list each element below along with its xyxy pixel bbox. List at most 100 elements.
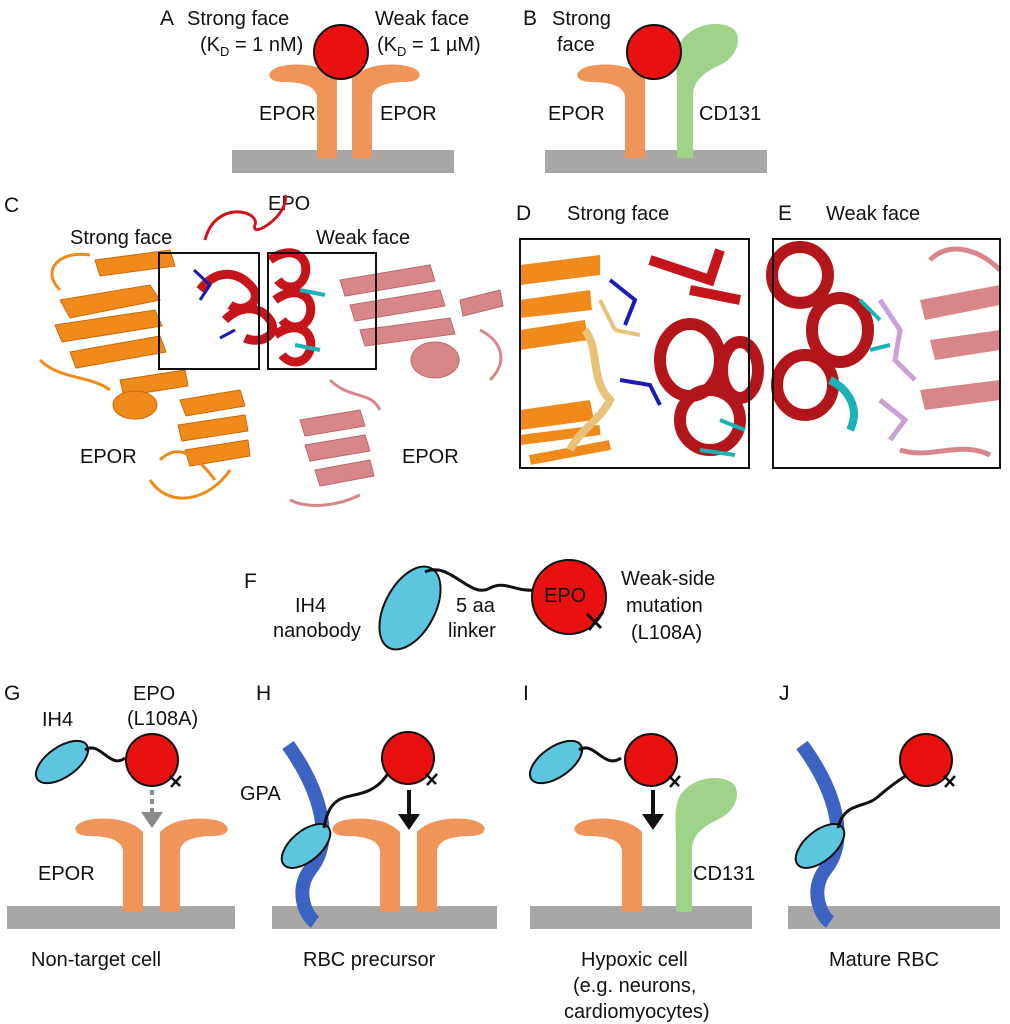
membrane [7,906,235,929]
epo-ribbon [196,248,316,367]
ih4-label: IH4 [42,709,73,731]
panel-i: I CD131 Hypoxic cell (e.g. neurons, card… [523,682,755,1023]
epo-ligand [899,733,953,787]
panel-a: A Strong face (KD = 1 nM) Weak face (KD … [160,7,481,173]
strong-face-zoom [519,239,764,468]
epor-receptor [75,818,143,912]
nanobody-shape [378,565,442,651]
panel-d-frame [519,238,750,469]
gpa-receptor [796,740,845,928]
cell-caption: cardiomyocytes) [564,1001,710,1023]
linker-label: linker [448,620,496,642]
epo-label: EPO [133,683,175,705]
epo-ligand [624,733,678,787]
panel-letter-i: I [523,682,529,705]
nanobody-label: IH4 [295,595,326,617]
epor-ribbon-right [299,264,504,487]
linker-line [836,771,911,829]
weak-face-label: Weak face [375,8,469,30]
cell-caption: RBC precursor [303,949,436,971]
epo-label: EPO [268,193,310,215]
arrow-head [642,814,664,830]
panel-d: D Strong face [516,202,764,469]
weak-face-box [267,252,377,370]
mutation-icon [585,611,605,631]
gpa-receptor [282,740,330,928]
mutation-label: (L108A) [631,622,702,644]
arrow-head [398,814,420,830]
epo-ligand [381,731,435,785]
epor-loops [38,252,232,500]
epo-label: (L108A) [127,708,198,730]
blue-sidechain [192,268,212,301]
linker-line [84,746,126,763]
epor-label: EPOR [80,446,137,468]
epor-receptor [160,818,228,912]
weak-face-kd: (KD = 1 µM) [377,34,481,59]
epor-receptor [269,64,337,158]
strong-face-label: face [557,34,595,56]
panel-e: E Weak face [766,202,1002,469]
epor-label: EPOR [38,863,95,885]
membrane [232,150,454,173]
strong-face-label: Strong face [187,8,289,30]
linker-line [424,568,536,592]
epor-receptor [332,818,400,912]
panel-letter-e: E [778,202,792,225]
panel-letter-g: G [4,682,20,705]
linker-line [322,768,393,829]
membrane [545,150,767,173]
epor-label: EPOR [548,103,605,125]
epor-receptor [352,64,420,158]
mutation-icon [169,775,182,788]
cell-caption: Mature RBC [829,949,939,971]
epor-ribbon-left [54,249,251,467]
panel-letter-b: B [523,7,537,30]
panel-letter-a: A [160,7,174,30]
cd131-label: CD131 [693,863,755,885]
epor-label: EPOR [402,446,459,468]
mutation-label: mutation [626,595,703,617]
panel-letter-f: F [244,570,257,593]
epor-receptor [574,818,642,912]
epor-receptor [577,64,645,158]
panel-b: B Strong face EPOR CD131 [523,7,767,173]
strong-face-label: Strong [552,8,611,30]
panel-e-frame [772,238,1001,469]
nanobody-shape [34,739,90,785]
cyan-sidechain [294,288,326,352]
cd131-receptor [676,24,738,158]
cell-caption: (e.g. neurons, [573,975,696,997]
blue-sidechain [219,328,236,340]
epor-loops [289,328,503,507]
strong-face-label: Strong face [70,227,172,249]
epor-receptor [417,818,485,912]
panel-letter-h: H [256,682,271,705]
mutation-label: Weak-side [621,568,715,590]
nanobody-shape [528,739,584,785]
membrane [272,906,497,929]
panel-h: H GPA RBC precursor [240,682,497,971]
panel-f: F EPO IH4 nanobody 5 aa linker Weak-side… [244,559,715,651]
panel-letter-d: D [516,202,531,225]
membrane [530,906,752,929]
epo-ligand [626,24,682,80]
panel-g: G IH4 EPO (L108A) EPOR Non-target cell [4,682,235,971]
linker-line [578,746,622,763]
cell-caption: Hypoxic cell [581,949,688,971]
linker-label: 5 aa [456,595,496,617]
epo-label: EPO [544,585,586,607]
panel-letter-j: J [779,682,790,705]
panel-d-title: Strong face [567,203,669,225]
mutation-icon [425,773,438,786]
strong-face-box [158,252,260,370]
cd131-receptor [675,778,737,912]
nanobody-label: nanobody [273,620,361,642]
epo-ligand [313,24,369,80]
membrane [788,906,1000,929]
panel-e-title: Weak face [826,203,920,225]
panel-letter-c: C [4,194,19,217]
mutation-icon [668,775,681,788]
mutation-icon [943,775,956,788]
